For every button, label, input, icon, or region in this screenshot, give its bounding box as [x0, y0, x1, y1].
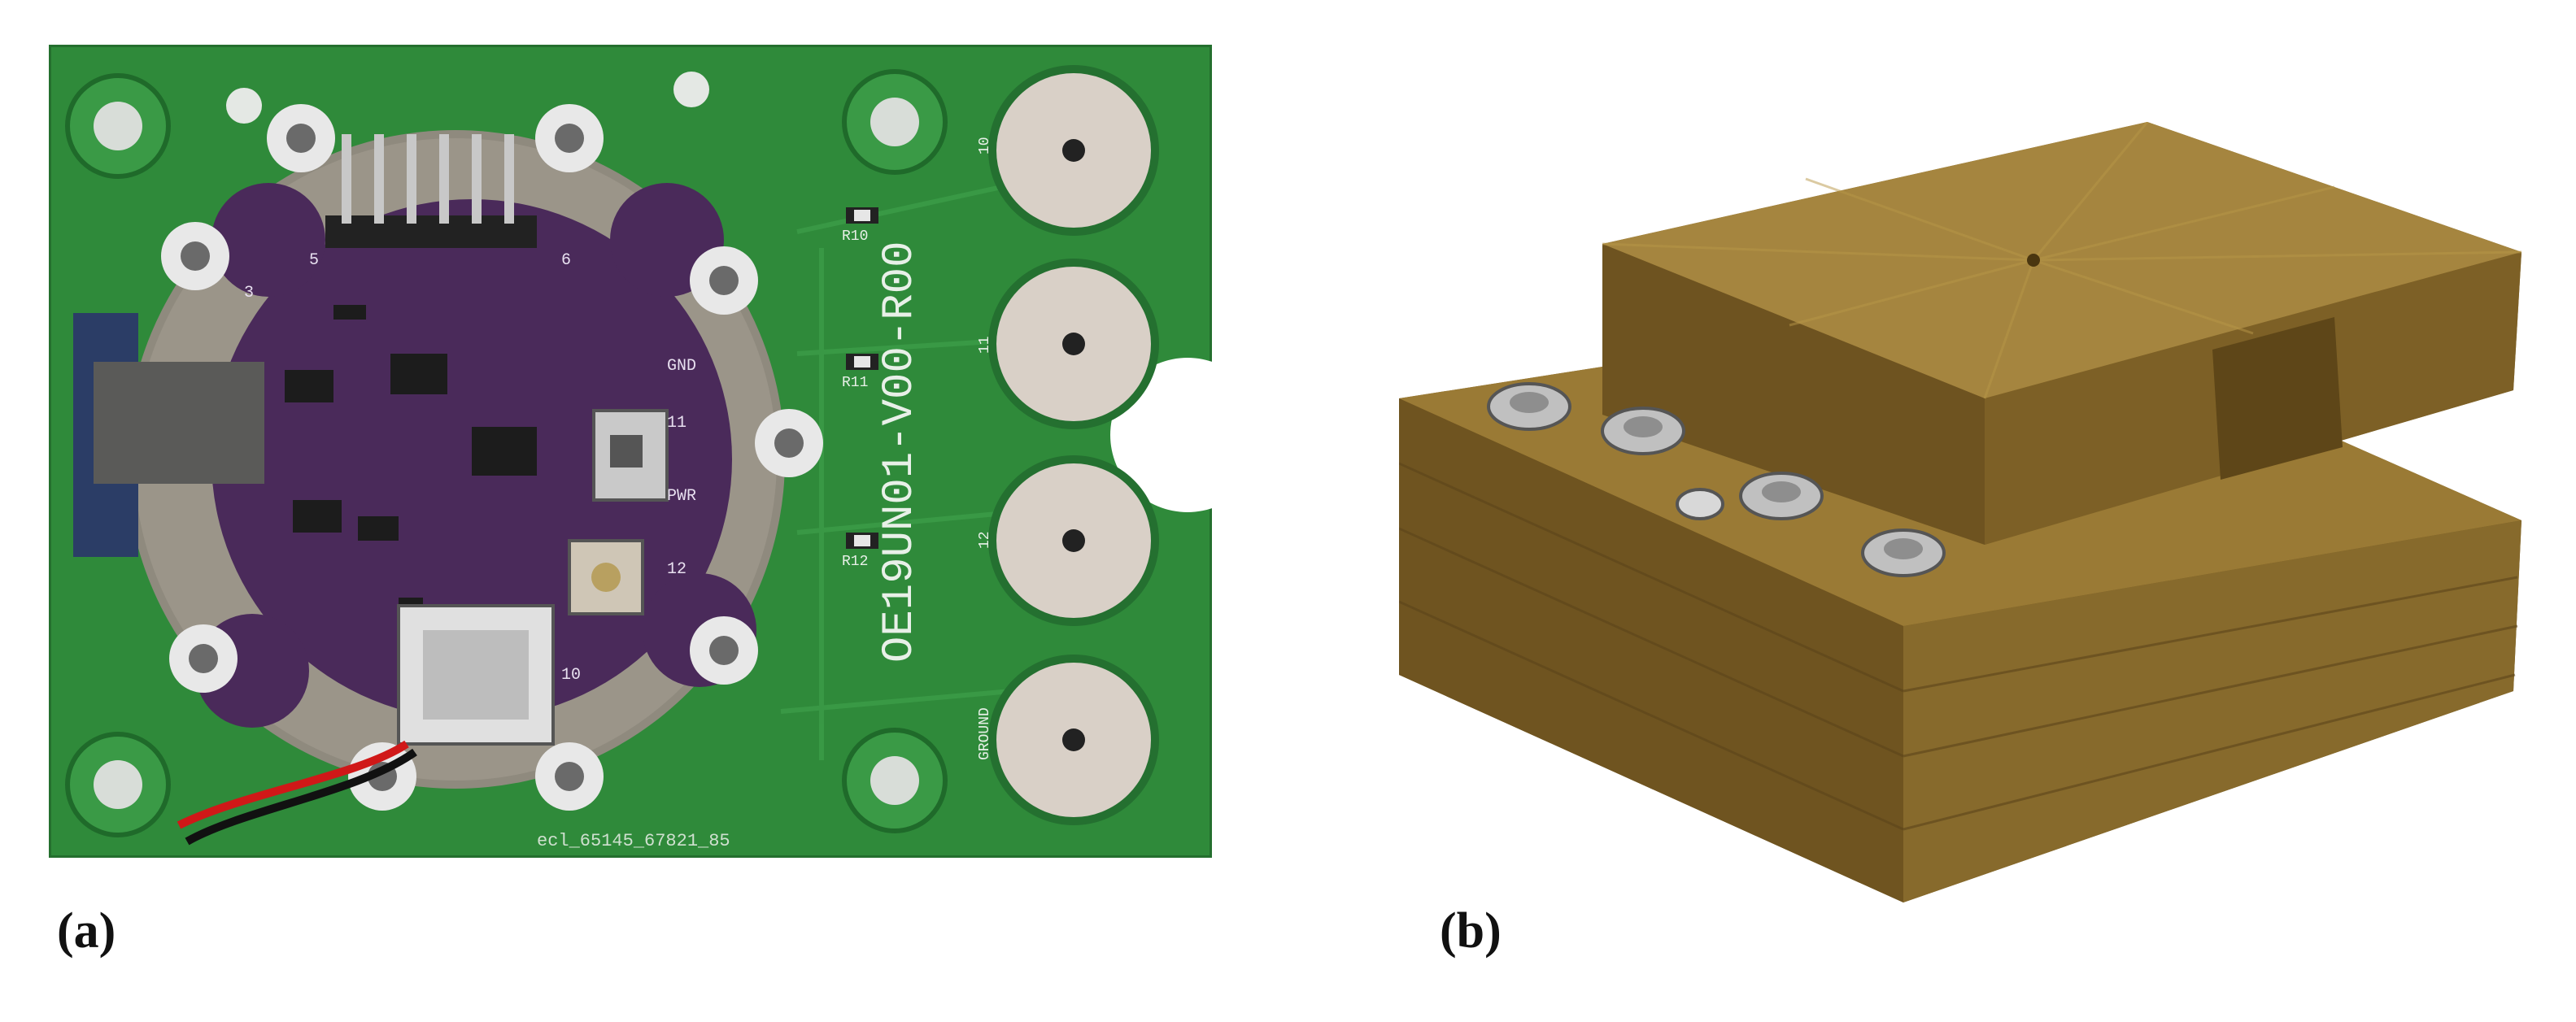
- svg-text:R11: R11: [842, 375, 868, 391]
- pad-label: 12: [977, 531, 993, 549]
- screws: [1487, 382, 1946, 577]
- pad-label: 11: [977, 336, 993, 354]
- lid-texture: [1602, 121, 2522, 399]
- svg-text:6: 6: [561, 251, 571, 270]
- lid-slot: [2212, 317, 2343, 480]
- svg-text:5: 5: [309, 251, 319, 270]
- svg-text:R12: R12: [842, 554, 868, 570]
- caption-a: (a): [57, 903, 116, 959]
- pcb-photo: OE19UN01-V00-R00 ecl_65145_67821_85 10 1…: [46, 42, 1265, 860]
- svg-text:R10: R10: [842, 228, 868, 245]
- mounting-holes: [65, 69, 948, 837]
- chip-module: [94, 362, 264, 484]
- pad-label: GROUND: [977, 707, 993, 760]
- header-pins: [325, 134, 537, 248]
- svg-text:PWR: PWR: [667, 487, 696, 506]
- smd-components: [285, 305, 537, 614]
- board-silkscreen: OE19UN01-V00-R00: [875, 241, 925, 663]
- svg-text:11: 11: [667, 414, 686, 433]
- pcb-illustration: OE19UN01-V00-R00 ecl_65145_67821_85 10 1…: [46, 42, 1265, 860]
- enclosure-photo: [1398, 121, 2522, 902]
- svg-text:GND: GND: [667, 357, 696, 376]
- resistors: R10 R11 R12: [842, 207, 878, 570]
- svg-text:10: 10: [561, 666, 581, 685]
- sew-pads: [161, 104, 823, 811]
- caption-b: (b): [1440, 903, 1502, 959]
- enclosure-illustration: [1398, 121, 2522, 902]
- black-wire: [185, 748, 417, 846]
- footer-silkscreen: ecl_65145_67821_85: [537, 831, 730, 851]
- svg-text:3: 3: [244, 284, 254, 302]
- svg-text:12: 12: [667, 560, 686, 579]
- touch-pads: [988, 65, 1159, 825]
- pad-label: 10: [977, 137, 993, 154]
- red-wire: [177, 740, 409, 829]
